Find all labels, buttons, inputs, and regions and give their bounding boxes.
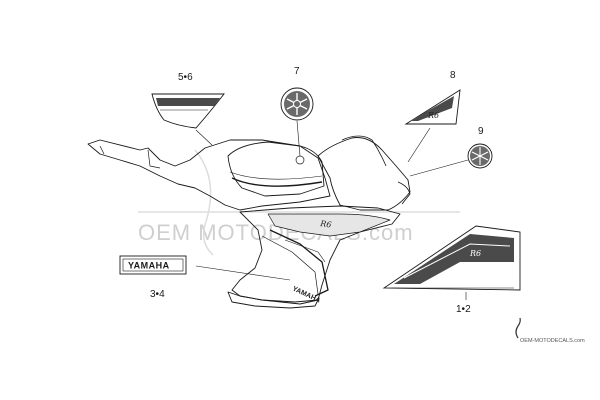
part-label-8: 8 [450,70,456,81]
leader-3-4 [195,265,291,281]
decal-tail-5-6 [151,93,225,129]
leader-7 [296,120,301,157]
part-label-7: 7 [294,66,300,77]
nose-decal-script: R6 [427,111,439,120]
part-label-3-4: 3•4 [150,289,165,300]
side-decal-script: R6 [469,249,481,258]
leader-5-6 [195,129,213,146]
part-label-5-6: 5•6 [178,72,193,83]
yamaha-emblem-text: YAMAHA [128,261,170,271]
side-fairing [231,205,401,303]
corner-logo-icon [515,317,521,339]
leader-9 [409,159,469,177]
tank-cover [227,141,325,197]
motorcycle-fairing [87,135,411,309]
decal-side-1-2: R6 [382,225,521,291]
corner-watermark-text: OEM-MOTODECALS.com [520,338,585,344]
tail-section [87,139,331,211]
part-label-9: 9 [478,126,484,137]
decal-emblem-7 [280,87,314,121]
belly-pan [227,291,319,309]
front-cowl [317,137,411,211]
tank-emblem-dot [295,155,305,165]
fairing-model-script: R6 [319,219,332,230]
decal-nose-8: R6 [404,89,461,125]
corner-logo: OEM-MOTODECALS.com [515,317,585,344]
watermark-swirl [194,149,214,256]
leader-8 [407,127,431,163]
decal-emblem-9 [467,143,493,169]
decal-yamaha-3-4: YAMAHA [119,255,187,275]
part-label-1-2: 1•2 [456,304,471,315]
